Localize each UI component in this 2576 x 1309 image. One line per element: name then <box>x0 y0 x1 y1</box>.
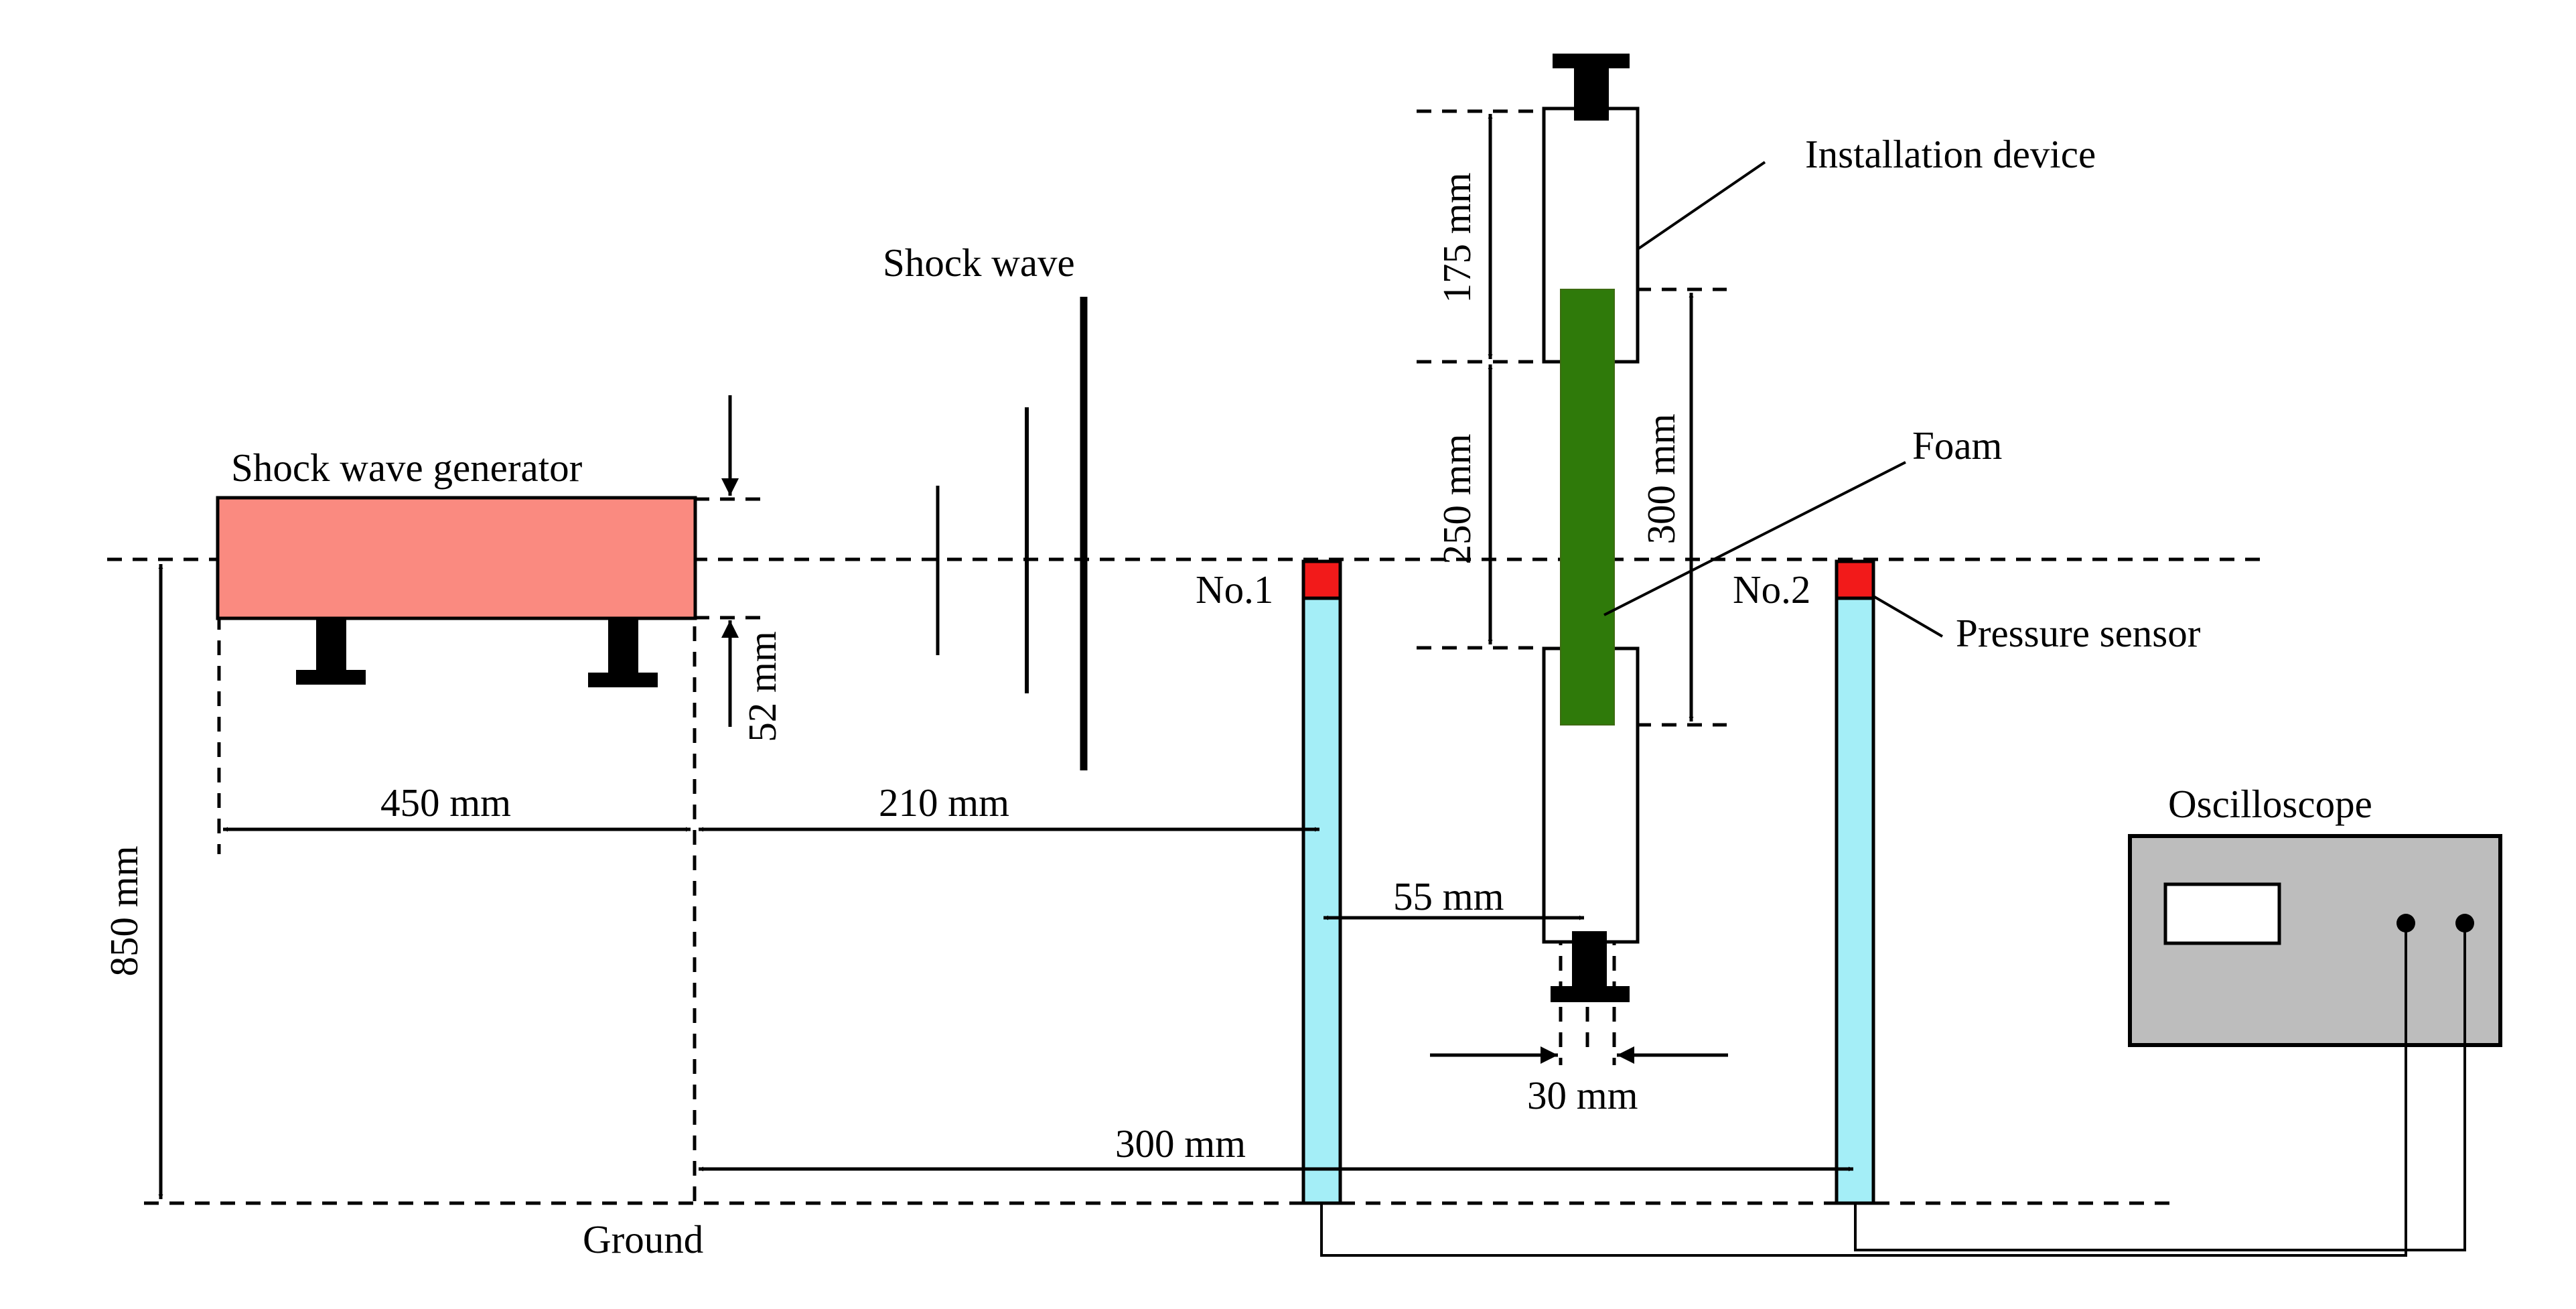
label-ground: Ground <box>583 1217 703 1261</box>
dim-55-label: 55 mm <box>1393 874 1504 918</box>
bottom-clamp-stem <box>1572 931 1607 995</box>
generator-body <box>216 496 697 620</box>
dim-300-bottom-label: 300 mm <box>1115 1121 1246 1166</box>
wire-sensor-1 <box>1320 923 2407 1257</box>
label-shock-wave: Shock wave <box>883 240 1075 285</box>
generator-foot-right <box>588 673 658 687</box>
dim-850-label: 850 mm <box>102 845 146 976</box>
shock-wave-fronts <box>936 297 1088 770</box>
label-oscilloscope: Oscilloscope <box>2168 782 2372 826</box>
foam-specimen <box>1560 289 1615 726</box>
sensor-tube-2 <box>1835 559 1875 1205</box>
reference-lines <box>107 109 2267 1205</box>
generator-leg-right <box>608 618 638 682</box>
dim-30-label: 30 mm <box>1527 1073 1638 1117</box>
wire-sensor-2 <box>1854 923 2466 1251</box>
component-labels: Shock wave generator Shock wave Installa… <box>231 132 2372 1261</box>
leader-pressure-sensor <box>1872 595 1944 638</box>
top-clamp-stem <box>1574 67 1609 121</box>
dim-52-label: 52 mm <box>740 631 784 742</box>
tube-2 <box>1835 596 1875 1205</box>
leader-installation-device <box>1636 161 1766 251</box>
pressure-sensor-1 <box>1301 559 1342 600</box>
shock-wave-generator <box>216 496 697 687</box>
signal-wiring <box>1320 923 2466 1257</box>
oscilloscope <box>2128 834 2502 1047</box>
dim-450-label: 450 mm <box>380 780 511 825</box>
installation-device <box>1542 54 1640 1002</box>
top-clamp-bar <box>1553 54 1630 68</box>
label-generator: Shock wave generator <box>231 445 583 490</box>
tube-1 <box>1301 596 1342 1205</box>
label-no1: No.1 <box>1196 567 1273 612</box>
dim-210-label: 210 mm <box>879 780 1009 825</box>
bottom-clamp-bar <box>1551 986 1630 1002</box>
dimension-labels: 450 mm 210 mm 55 mm 30 mm 300 mm 850 mm … <box>102 172 1683 1166</box>
oscilloscope-screen <box>2163 882 2281 945</box>
dimension-arrows <box>158 114 1853 1199</box>
label-pressure-sensor: Pressure sensor <box>1956 611 2201 655</box>
sensor-tube-1 <box>1301 559 1342 1205</box>
dim-250-label: 250 mm <box>1435 433 1479 564</box>
leader-foam <box>1603 461 1906 616</box>
dim-300-vertical-label: 300 mm <box>1639 413 1683 544</box>
pressure-sensor-2 <box>1835 559 1875 600</box>
dim-175-label: 175 mm <box>1435 172 1479 303</box>
label-no2: No.2 <box>1733 567 1810 612</box>
label-foam: Foam <box>1912 423 2002 468</box>
label-installation-device: Installation device <box>1805 132 2096 176</box>
leader-lines <box>1603 161 1944 638</box>
generator-foot-left <box>296 670 366 685</box>
